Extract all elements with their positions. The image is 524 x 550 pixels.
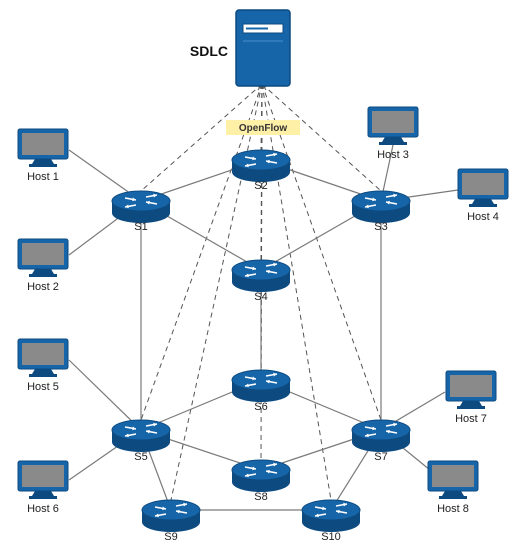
- hosts: Host 1 Host 2 Host 3 Host 4 Host 5 Host 6 Host…: [17, 106, 509, 515]
- switch-s2: S2: [231, 149, 291, 192]
- host-h7: Host 7: [445, 370, 497, 425]
- switch-s3: S3: [351, 190, 411, 233]
- switch-icon: [231, 259, 291, 292]
- host-h6: Host 6: [17, 460, 69, 515]
- switch-icon: [111, 190, 171, 223]
- control-link-s5: [140, 83, 263, 421]
- link-h5-s5: [68, 359, 142, 431]
- host-label: Host 4: [467, 211, 499, 223]
- host-h3: Host 3: [367, 106, 419, 161]
- host-label: Host 1: [27, 171, 59, 183]
- switch-label: S3: [374, 221, 387, 233]
- switch-s6: S6: [231, 369, 291, 413]
- switch-label: S6: [254, 401, 267, 413]
- openflow-label-background: [226, 120, 300, 135]
- host-h2: Host 2: [17, 238, 69, 293]
- switch-s8: S8: [231, 459, 291, 503]
- openflow-protocol-tag: OpenFlow: [226, 120, 300, 135]
- switch-icon: [231, 369, 291, 402]
- host-label: Host 2: [27, 281, 59, 293]
- host-label: Host 6: [27, 503, 59, 515]
- switch-icon: [231, 459, 291, 492]
- host-label: Host 3: [377, 149, 409, 161]
- switch-s7: S7: [351, 419, 411, 463]
- switch-icon: [141, 499, 201, 532]
- switch-icon: [351, 190, 411, 223]
- monitor-icon: [17, 338, 69, 377]
- monitor-icon: [367, 106, 419, 145]
- host-label: Host 5: [27, 381, 59, 393]
- switch-icon: [231, 149, 291, 182]
- monitor-icon: [445, 370, 497, 409]
- host-h5: Host 5: [17, 338, 69, 393]
- switch-label: S5: [134, 451, 147, 463]
- switch-label: S9: [164, 531, 177, 543]
- switch-s1: S1: [111, 190, 171, 233]
- host-h8: Host 8: [427, 460, 479, 515]
- monitor-icon: [427, 460, 479, 499]
- switch-icon: [351, 419, 411, 452]
- controller-label: SDLC: [190, 43, 228, 59]
- switch-label: S1: [134, 221, 147, 233]
- control-link-s9: [170, 83, 263, 501]
- sdlc-controller: SDLC: [190, 9, 291, 87]
- controller-server-icon: [235, 9, 291, 87]
- monitor-icon: [17, 460, 69, 499]
- switch-icon: [301, 499, 361, 532]
- monitor-icon: [17, 128, 69, 167]
- monitor-icon: [17, 238, 69, 277]
- switch-s5: S5: [111, 419, 171, 463]
- switch-label: S2: [254, 180, 267, 192]
- host-label: Host 8: [437, 503, 469, 515]
- switch-label: S8: [254, 491, 267, 503]
- switch-label: S7: [374, 451, 387, 463]
- monitor-icon: [457, 168, 509, 207]
- control-link-s10: [261, 83, 332, 501]
- switch-s9: S9: [141, 499, 201, 543]
- switch-icon: [111, 419, 171, 452]
- switch-s10: S10: [301, 499, 361, 543]
- openflow-label: OpenFlow: [239, 123, 288, 134]
- host-h4: Host 4: [457, 168, 509, 223]
- switch-label: S4: [254, 291, 267, 303]
- host-label: Host 7: [455, 413, 487, 425]
- host-h1: Host 1: [17, 128, 69, 183]
- switch-label: S10: [321, 531, 341, 543]
- switch-s4: S4: [231, 259, 291, 303]
- control-link-s7: [261, 83, 382, 421]
